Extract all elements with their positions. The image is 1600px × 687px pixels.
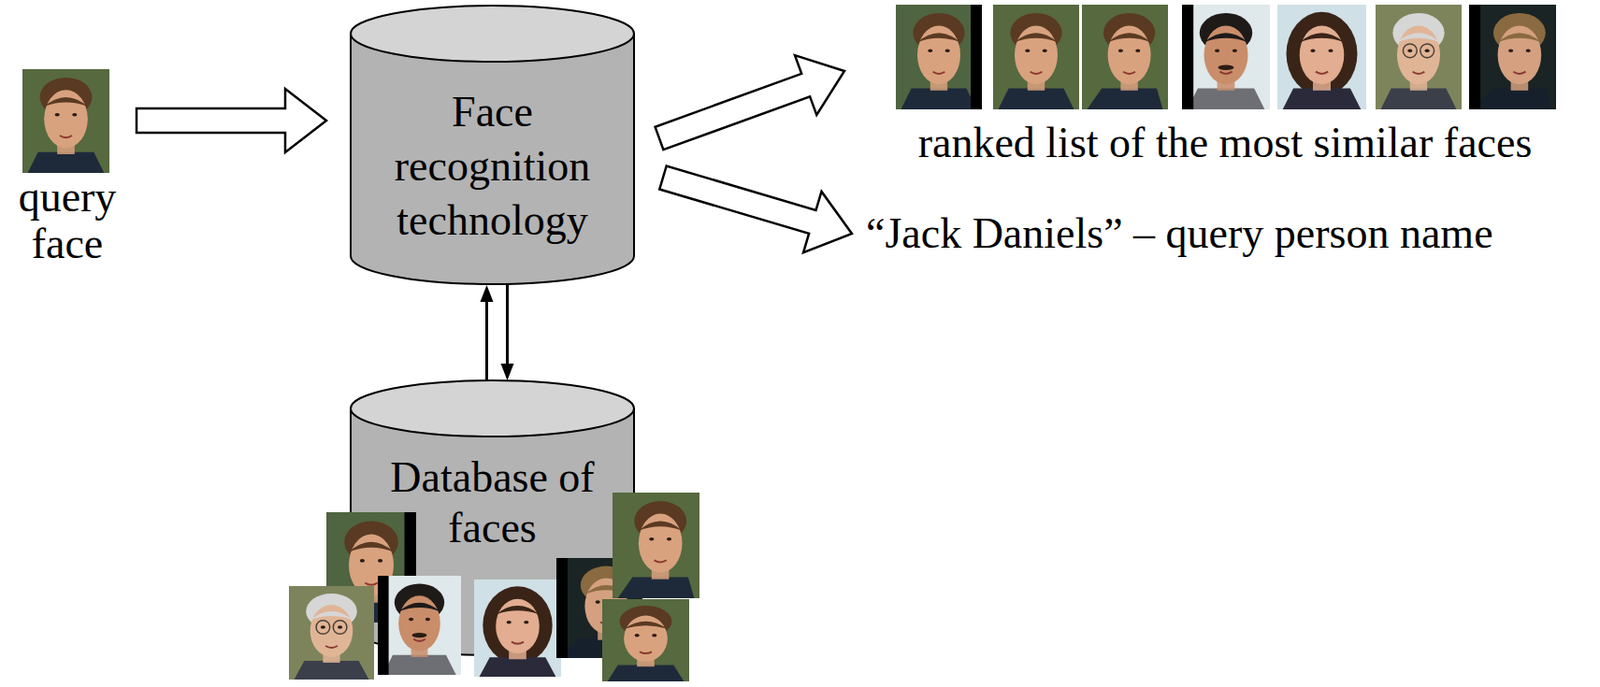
hollow-arrow-shape <box>655 55 845 150</box>
hollow-arrow-shape <box>136 88 327 153</box>
face-photo <box>1081 4 1168 110</box>
result-strip: ranked list of the most similar faces <box>869 2 1581 169</box>
node-label: query face <box>14 173 120 268</box>
face-photo <box>288 586 375 680</box>
cylinder-node: Database of faces <box>349 379 635 657</box>
hollow-arrow <box>655 55 845 150</box>
face-photo <box>1375 4 1462 110</box>
node-label: “Jack Daniels” – query person name <box>862 207 1498 260</box>
face-photo <box>474 579 562 678</box>
face-photo <box>1181 4 1270 110</box>
face-photo <box>612 492 700 599</box>
node-label: Face recognition technology <box>375 85 610 248</box>
face-photos <box>869 2 1581 114</box>
double-arrow <box>480 285 515 381</box>
cylinder-body <box>350 33 635 285</box>
arrowhead <box>501 363 515 381</box>
face-photo <box>22 69 110 173</box>
hollow-arrow <box>659 166 852 254</box>
cylinder-top <box>350 380 635 437</box>
face-photo <box>895 4 982 110</box>
face-photo <box>602 599 690 682</box>
arrowhead <box>480 285 494 303</box>
cylinder-top <box>350 5 635 62</box>
face-photos <box>14 67 120 176</box>
cylinder-node: Face recognition technology <box>349 4 635 286</box>
text-node: “Jack Daniels” – query person name <box>862 207 1498 260</box>
face-photo <box>1277 4 1367 110</box>
node-label: ranked list of the most similar faces <box>869 117 1581 169</box>
face-photo <box>993 4 1080 110</box>
connector-line <box>485 300 489 381</box>
node-label: Database of faces <box>375 452 610 554</box>
text-node: query face <box>14 67 120 268</box>
connector-line <box>505 285 509 366</box>
hollow-arrow <box>136 88 327 153</box>
face-photo <box>377 576 462 676</box>
face-photo <box>1469 4 1557 110</box>
hollow-arrow-shape <box>659 166 852 254</box>
